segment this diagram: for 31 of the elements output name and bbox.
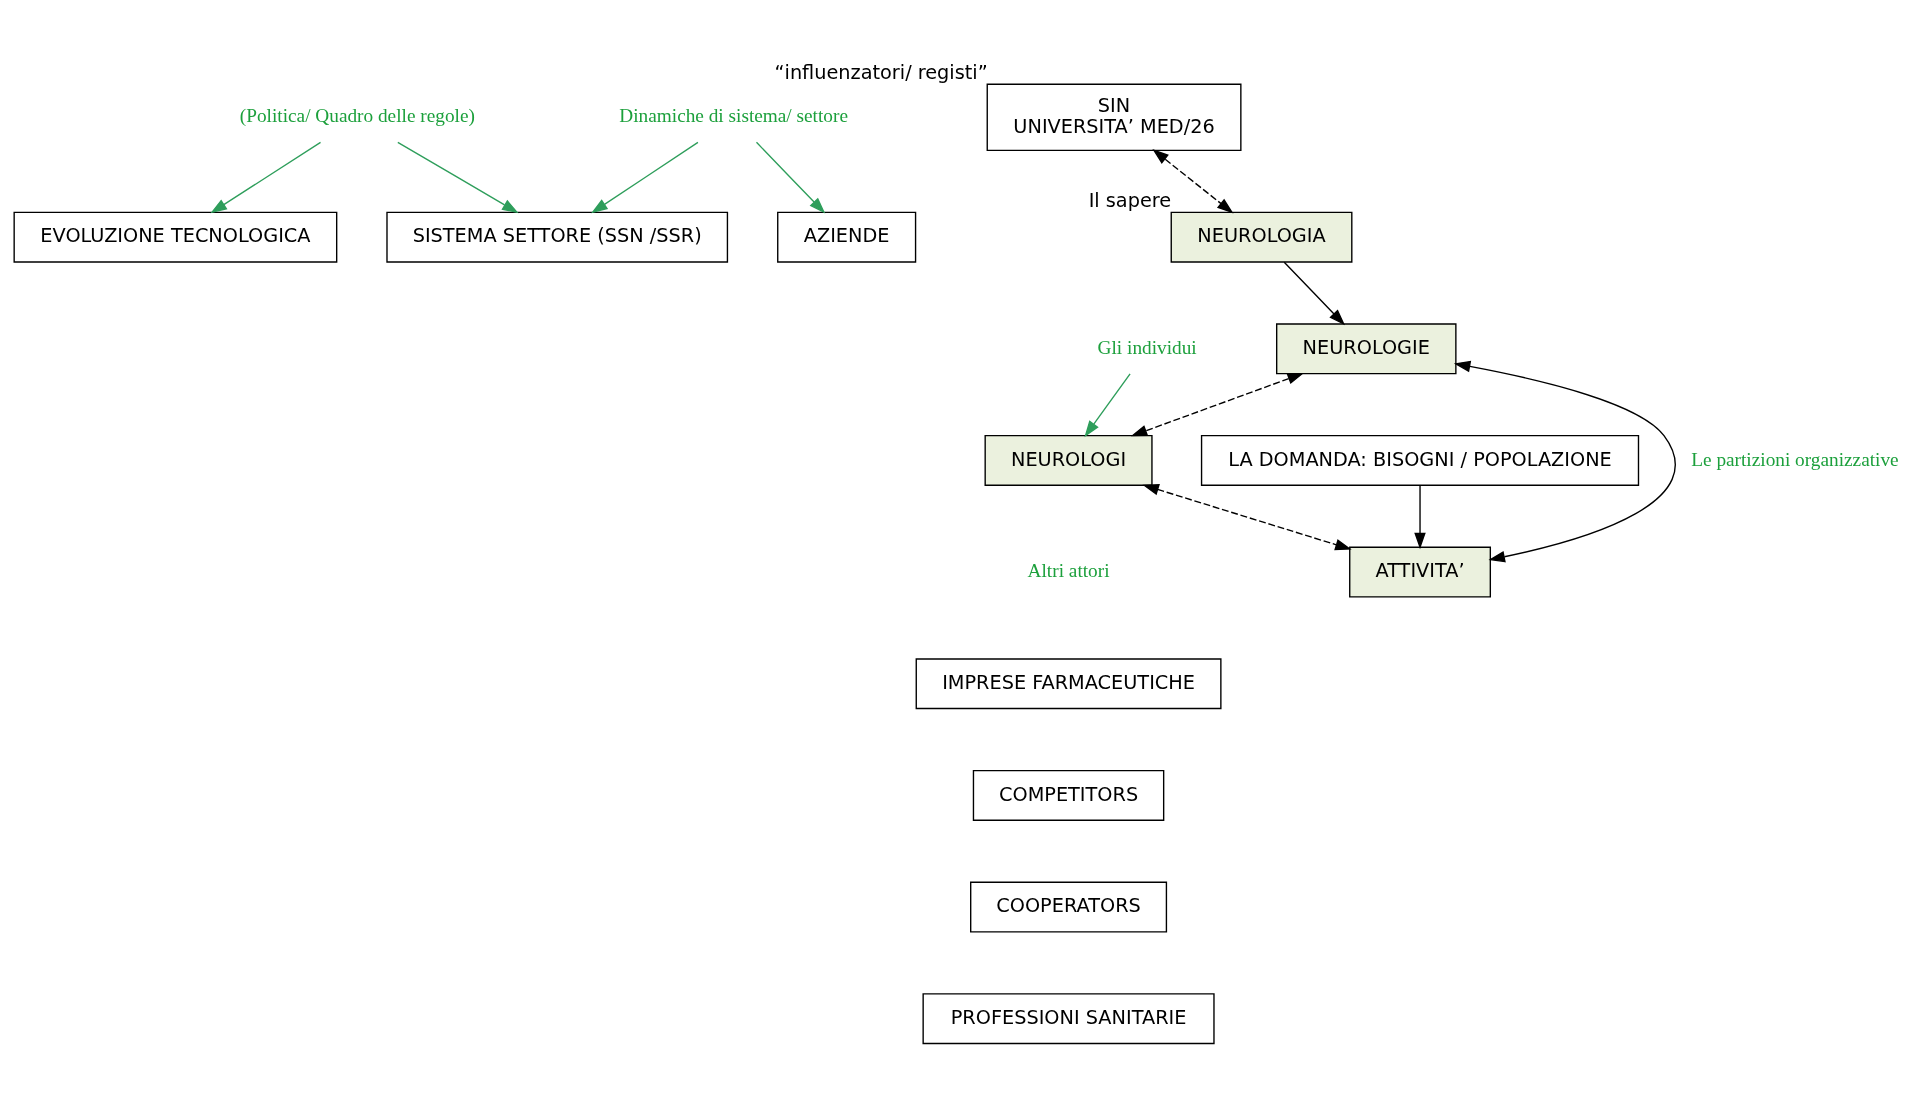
edge-label: Le partizioni organizzative: [1691, 448, 1899, 470]
node-text: Gli individui: [1097, 336, 1197, 358]
node-box: EVOLUZIONE TECNOLOGICA: [13, 211, 338, 263]
node-box: COOPERATORS: [970, 881, 1168, 933]
node-box: AZIENDE: [777, 211, 917, 263]
node-box: PROFESSIONI SANITARIE: [922, 993, 1215, 1045]
node-box: SIN UNIVERSITA’ MED/26: [986, 83, 1242, 152]
arrow: [1084, 373, 1131, 438]
arrow: [1453, 360, 1676, 563]
node-box: COMPETITORS: [972, 769, 1165, 821]
node-box: NEUROLOGI: [984, 434, 1153, 486]
node-box: ATTIVITA’: [1349, 546, 1491, 598]
label: Altri attori: [1027, 560, 1110, 582]
arrow: [1414, 484, 1426, 550]
node-label: “influenzatori/ registi”: [774, 60, 988, 84]
node-box: NEUROLOGIE: [1276, 323, 1457, 375]
arrow: [1142, 484, 1352, 551]
arrow: [591, 141, 699, 214]
node-box: IMPRESE FARMACEUTICHE: [915, 658, 1222, 710]
node-box: SISTEMA SETTORE (SSN /SSR): [386, 211, 729, 263]
arrow: [1283, 261, 1346, 326]
node-label: Il sapere: [1088, 189, 1172, 213]
arrow: [397, 141, 519, 214]
arrow: [755, 141, 826, 214]
arrow: [1130, 372, 1304, 437]
arrow: [1152, 149, 1234, 214]
arrow: [210, 141, 322, 214]
node-box: NEUROLOGIA: [1170, 211, 1353, 263]
node-box: LA DOMANDA: BISOGNI / POPOLAZIONE: [1200, 434, 1640, 486]
node-text: (Politica/ Quadro delle regole): [239, 105, 475, 127]
node-text: Dinamiche di sistema/ settore: [619, 105, 848, 127]
